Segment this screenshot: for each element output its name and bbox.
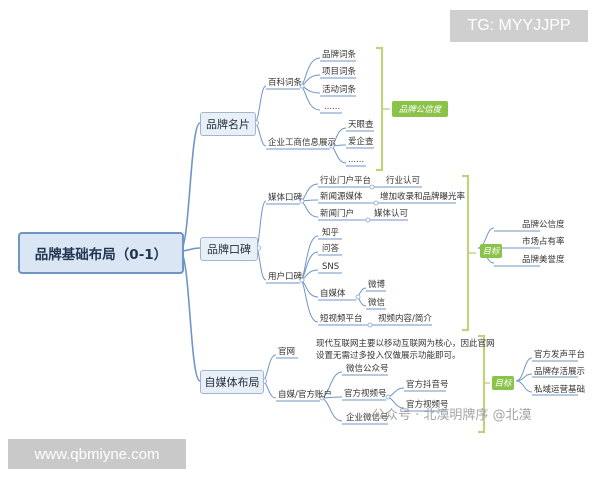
node-user-item[interactable]: 问答 (322, 244, 340, 254)
node-media-item[interactable]: 新闻源媒体 (320, 192, 363, 202)
node-enterprise-wechat[interactable]: 企业微信号 (346, 413, 389, 423)
node-short-video-result[interactable]: 视频内容/简介 (378, 314, 432, 324)
node-baike-item[interactable]: 项目词条 (322, 67, 357, 77)
node-user-item[interactable]: SNS (322, 262, 340, 272)
node-video-item[interactable]: 官方视频号 (406, 400, 449, 410)
node-goal-item[interactable]: 品牌存活展示 (534, 367, 586, 377)
node-media-reputation[interactable]: 媒体口碑 (268, 193, 303, 203)
node-goal-item[interactable]: 品牌美誉度 (522, 255, 565, 265)
node-baike-item[interactable]: ...... (324, 102, 341, 112)
node-site-desc: 现代互联网主要以移动互联网为核心，因此官网 (316, 339, 495, 349)
node-baike[interactable]: 百科词条 (268, 78, 303, 88)
node-biz-item[interactable]: 天眼查 (348, 120, 374, 130)
node-biz-item[interactable]: ...... (348, 155, 365, 165)
node-goal-item[interactable]: 品牌公信度 (522, 220, 565, 230)
watermark-top-right: TG: MYYJJPP (450, 10, 588, 42)
branch-brand-reputation[interactable]: 品牌口碑 (200, 237, 258, 261)
branch-brand-card[interactable]: 品牌名片 (200, 112, 256, 136)
node-baike-item[interactable]: 品牌词条 (322, 50, 357, 60)
watermark-bottom-left: www.qbmiyne.com (8, 439, 186, 469)
node-media-result[interactable]: 增加收录和品牌曝光率 (380, 192, 466, 202)
node-goal-item[interactable]: 私域运营基础 (534, 385, 586, 395)
node-media-item[interactable]: 行业门户平台 (320, 176, 372, 186)
node-goal-item[interactable]: 官方发声平台 (534, 350, 586, 360)
node-short-video[interactable]: 短视频平台 (320, 314, 363, 324)
root-node[interactable]: 品牌基础布局（0-1） (18, 232, 184, 274)
node-video-account[interactable]: 官方视频号 (344, 389, 387, 399)
node-video-item[interactable]: 官方抖音号 (406, 380, 449, 390)
branch-self-media-layout[interactable]: 自媒体布局 (200, 370, 264, 394)
node-site-desc: 设置无需过多投入仅做展示功能即可。 (316, 351, 461, 361)
node-media-item[interactable]: 新闻门户 (320, 209, 355, 219)
node-biz-item[interactable]: 爱企查 (348, 137, 374, 147)
node-media-result[interactable]: 媒体认可 (374, 209, 409, 219)
node-self-media-item[interactable]: 微博 (368, 280, 386, 290)
node-official-site[interactable]: 官网 (278, 347, 296, 357)
node-media-result[interactable]: 行业认可 (386, 176, 421, 186)
node-self-media[interactable]: 自媒体 (320, 289, 346, 299)
node-user-reputation[interactable]: 用户口碑 (268, 272, 303, 282)
node-biz-info[interactable]: 企业工商信息展示 (268, 138, 337, 148)
node-baike-item[interactable]: 活动词条 (322, 85, 357, 95)
node-user-item[interactable]: 知乎 (322, 228, 340, 238)
tag-goal-reputation[interactable]: 目标 (480, 244, 502, 258)
node-accounts[interactable]: 自媒/官方账户 (278, 390, 332, 400)
node-goal-item[interactable]: 市场占有率 (522, 237, 565, 247)
tag-brand-credibility[interactable]: 品牌公信度 (392, 101, 448, 117)
node-wechat-account[interactable]: 微信公众号 (346, 364, 389, 374)
node-self-media-item[interactable]: 微信 (368, 298, 386, 308)
tag-goal-self-media[interactable]: 目标 (492, 376, 514, 390)
watermark-wechat: 公众号 · 北漠明牌序 @北漠 (372, 408, 532, 423)
